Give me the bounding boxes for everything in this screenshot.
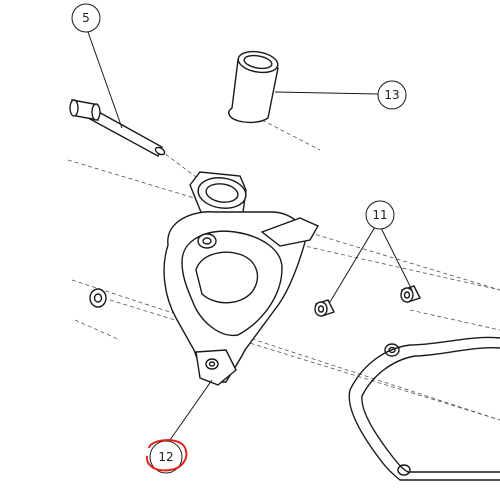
callout-12: 12 (145, 439, 188, 474)
callout-5-label: 5 (82, 11, 90, 25)
callout-13-label: 13 (384, 88, 399, 102)
callout-12-label: 12 (158, 450, 173, 464)
gasket-part (348, 336, 500, 481)
washer-part (89, 288, 107, 308)
dowel-pin-part (314, 285, 421, 317)
leader-lines (87, 31, 413, 441)
bolt-part (69, 99, 166, 157)
callout-11-label: 11 (372, 208, 387, 222)
callout-11: 11 (365, 200, 395, 230)
pump-cover-part (163, 171, 319, 386)
sleeve-tube-part (228, 50, 279, 124)
highlight-circle (145, 439, 188, 472)
callout-5: 5 (71, 3, 101, 33)
callout-13: 13 (377, 80, 407, 110)
